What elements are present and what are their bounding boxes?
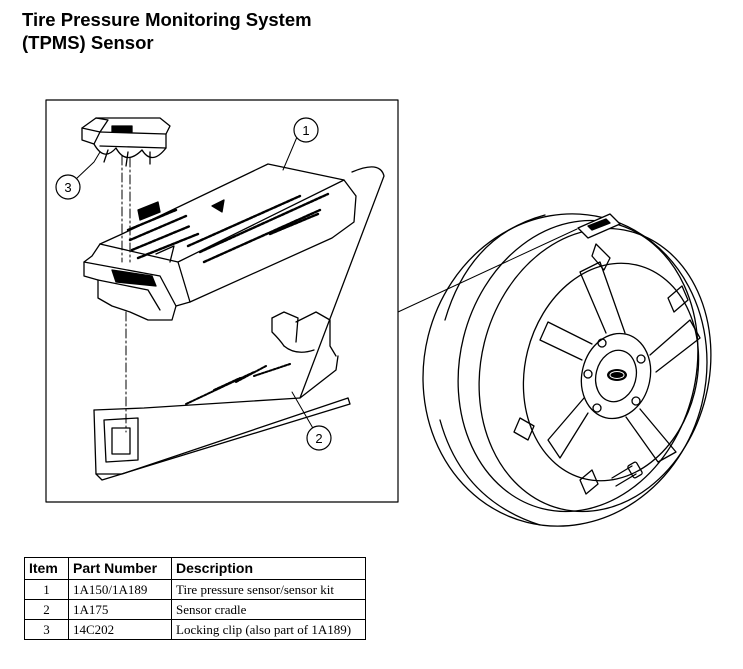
parts-table: Item Part Number Description 1 1A150/1A1… <box>24 557 366 640</box>
title-line-1: Tire Pressure Monitoring System <box>22 9 312 30</box>
item-cell: 2 <box>24 599 69 620</box>
callout-circle-3 <box>55 174 81 200</box>
header-item: Item <box>24 557 69 580</box>
callout-label-2: 2 <box>315 431 322 446</box>
table-row: 3 14C202 Locking clip (also part of 1A18… <box>24 619 366 640</box>
callout-circle-1 <box>293 117 319 143</box>
mounted-sensor <box>577 213 621 239</box>
table-row: 2 1A175 Sensor cradle <box>24 599 366 620</box>
description-cell: Sensor cradle <box>171 599 366 620</box>
alignment-lines <box>121 155 131 433</box>
callout-label-3: 3 <box>64 180 71 195</box>
title-line-2: (TPMS) Sensor <box>22 32 154 53</box>
callout-label-1: 1 <box>302 123 309 138</box>
description-cell: Locking clip (also part of 1A189) <box>171 619 366 640</box>
sensor-cradle-drawing <box>93 166 385 481</box>
wheel-spokes <box>539 261 701 463</box>
valve-stem <box>611 461 643 487</box>
table-header-row: Item Part Number Description <box>24 557 366 580</box>
part-number-cell: 1A175 <box>68 599 172 620</box>
page-title: Tire Pressure Monitoring System (TPMS) S… <box>22 8 312 54</box>
detail-inset-frame <box>45 99 399 503</box>
tpms-exploded-diagram: 1 3 2 <box>45 99 712 527</box>
wheel-rim-drawing <box>422 213 712 527</box>
pressure-sensor-drawing <box>83 163 357 321</box>
callout-leaders <box>74 136 315 431</box>
wheel-hub <box>580 332 652 420</box>
description-cell: Tire pressure sensor/sensor kit <box>171 579 366 600</box>
header-part-number: Part Number <box>68 557 172 580</box>
item-cell: 3 <box>24 619 69 640</box>
cradle-part-marking <box>185 363 291 405</box>
table-row: 1 1A150/1A189 Tire pressure sensor/senso… <box>24 579 366 600</box>
part-number-cell: 14C202 <box>68 619 172 640</box>
item-cell: 1 <box>24 579 69 600</box>
part-number-cell: 1A150/1A189 <box>68 579 172 600</box>
header-description: Description <box>171 557 366 580</box>
locking-clip-drawing <box>81 117 171 167</box>
inset-to-wheel-leader <box>397 228 578 313</box>
callout-circle-2 <box>306 425 332 451</box>
